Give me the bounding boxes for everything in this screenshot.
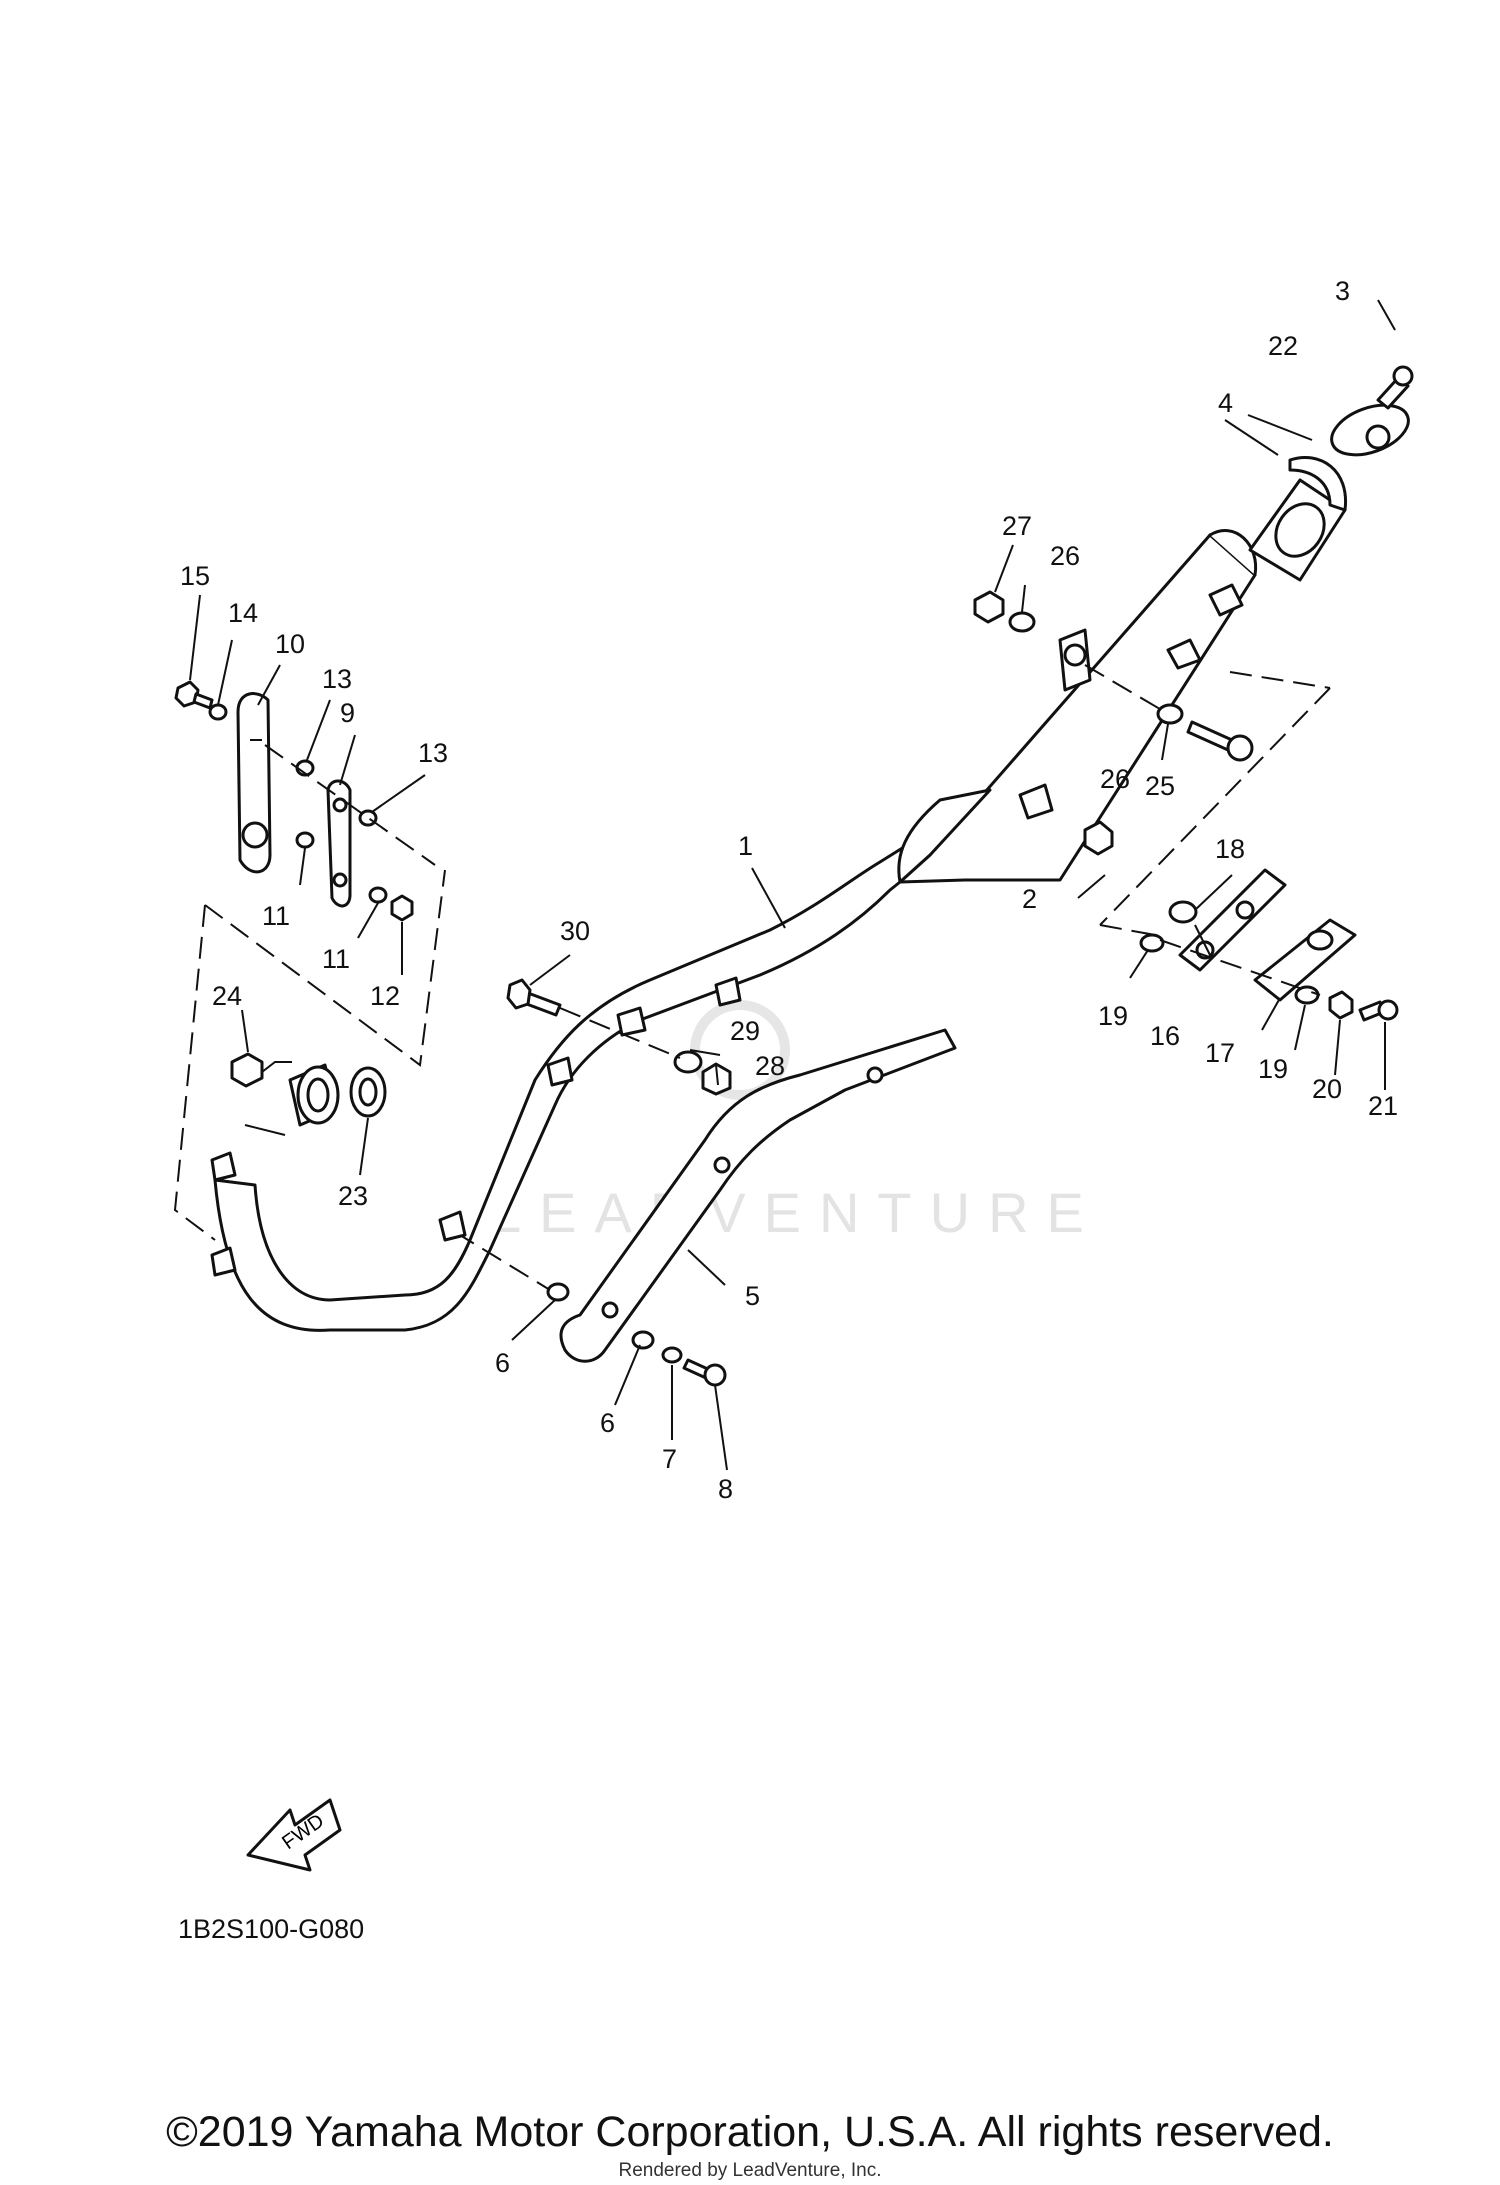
diagram-code: 1B2S100-G080 — [178, 1914, 364, 1944]
callout-29: 29 — [730, 1016, 760, 1046]
tail-pipe-part[interactable] — [1248, 455, 1348, 582]
callout-9: 9 — [340, 698, 355, 728]
fwd-arrow-icon: FWD — [246, 1798, 342, 1872]
callout-17: 17 — [1205, 1038, 1235, 1068]
muffler-mount-tab — [1018, 583, 1244, 820]
plug-part[interactable] — [1083, 820, 1114, 856]
grommet-18-part[interactable] — [1168, 900, 1198, 924]
bolt-25-part[interactable] — [1186, 720, 1254, 762]
callout-14: 14 — [228, 598, 258, 628]
callout-30: 30 — [560, 916, 590, 946]
callout-11a: 11 — [262, 901, 290, 931]
washer-7-part[interactable] — [661, 1346, 683, 1364]
callout-11b: 11 — [322, 944, 350, 974]
callout-20: 20 — [1312, 1074, 1342, 1104]
callout-19a: 19 — [1098, 1001, 1128, 1031]
nut-27-part[interactable] — [973, 590, 1005, 624]
callout-25: 25 — [1145, 771, 1175, 801]
callout-23: 23 — [338, 1181, 368, 1211]
callout-24: 24 — [212, 981, 242, 1011]
callout-12: 12 — [370, 981, 400, 1011]
callout-26b: 26 — [1050, 541, 1080, 571]
callout-1: 1 — [738, 831, 753, 861]
callout-13a: 13 — [322, 664, 352, 694]
bolt-leader-line — [559, 1007, 681, 1059]
callout-22: 22 — [1268, 331, 1298, 361]
callout-28: 28 — [755, 1051, 785, 1081]
mount-leader-lines — [1084, 664, 1331, 936]
flange-part[interactable] — [288, 1063, 340, 1127]
watermark-text: LEADVENTURE — [490, 1181, 1102, 1244]
protector-part[interactable] — [559, 1028, 957, 1363]
callout-3: 3 — [1335, 276, 1350, 306]
washer-11-part[interactable] — [295, 831, 388, 904]
washer-14-part[interactable] — [208, 703, 228, 721]
stay-16-part[interactable] — [1178, 868, 1287, 972]
bolt-30-part[interactable] — [506, 978, 562, 1017]
callout-6a: 6 — [495, 1348, 510, 1378]
pipe-mount-tab — [210, 976, 742, 1277]
cap-screw-part[interactable] — [1376, 365, 1414, 410]
bolt-21-part[interactable] — [1358, 999, 1399, 1022]
callout-13b: 13 — [418, 738, 448, 768]
callout-8: 8 — [718, 1474, 733, 1504]
callout-19b: 19 — [1258, 1054, 1288, 1084]
washer-6-part[interactable] — [546, 1282, 655, 1350]
callout-16: 16 — [1150, 1021, 1180, 1051]
protector-leader-line — [454, 1231, 551, 1291]
callout-21: 21 — [1368, 1091, 1398, 1121]
callout-26a: 26 — [1100, 764, 1130, 794]
gasket-part[interactable] — [349, 1066, 387, 1118]
copyright-notice: ©2019 Yamaha Motor Corporation, U.S.A. A… — [166, 2108, 1334, 2156]
protector-bracket-outline — [173, 744, 446, 1241]
callout-10: 10 — [275, 629, 305, 659]
callout-4: 4 — [1218, 388, 1233, 418]
bolt-15-part[interactable] — [174, 680, 214, 710]
stay-leader-line — [1159, 939, 1321, 996]
protector-9-part[interactable] — [326, 779, 352, 908]
muffler-part[interactable] — [897, 529, 1258, 884]
washer-26-part[interactable] — [1008, 611, 1184, 725]
washer-29-part[interactable] — [673, 1050, 703, 1074]
leadventure-watermark: LEADVENTURE — [490, 1000, 1102, 1244]
rendered-by-notice: Rendered by LeadVenture, Inc. — [618, 2160, 882, 2181]
exhaust-pipe-part[interactable] — [213, 840, 932, 1332]
end-cap-part[interactable] — [1325, 396, 1415, 465]
protector-10-part[interactable] — [236, 692, 272, 874]
callout-6b: 6 — [600, 1408, 615, 1438]
nut-12-part[interactable] — [390, 894, 414, 922]
stay-17-part[interactable] — [1253, 918, 1357, 1002]
callout-7: 7 — [662, 1444, 677, 1474]
washer-19-part[interactable] — [1139, 933, 1320, 1005]
callout-27: 27 — [1002, 511, 1032, 541]
callout-leader-lines — [189, 299, 1396, 1471]
callout-5: 5 — [745, 1281, 760, 1311]
flange-nut-part[interactable] — [230, 1052, 292, 1088]
nut-20-part[interactable] — [1328, 990, 1354, 1020]
callout-15: 15 — [180, 561, 210, 591]
callout-18: 18 — [1215, 834, 1245, 864]
screw-8-part[interactable] — [682, 1358, 727, 1387]
muffler-bracket-part[interactable] — [1058, 628, 1092, 692]
callout-2: 2 — [1022, 884, 1037, 914]
washer-13-part[interactable] — [295, 759, 378, 827]
callout-numbers: 1 2 3 4 5 6 6 7 8 9 10 11 11 12 13 13 14… — [180, 276, 1398, 1504]
